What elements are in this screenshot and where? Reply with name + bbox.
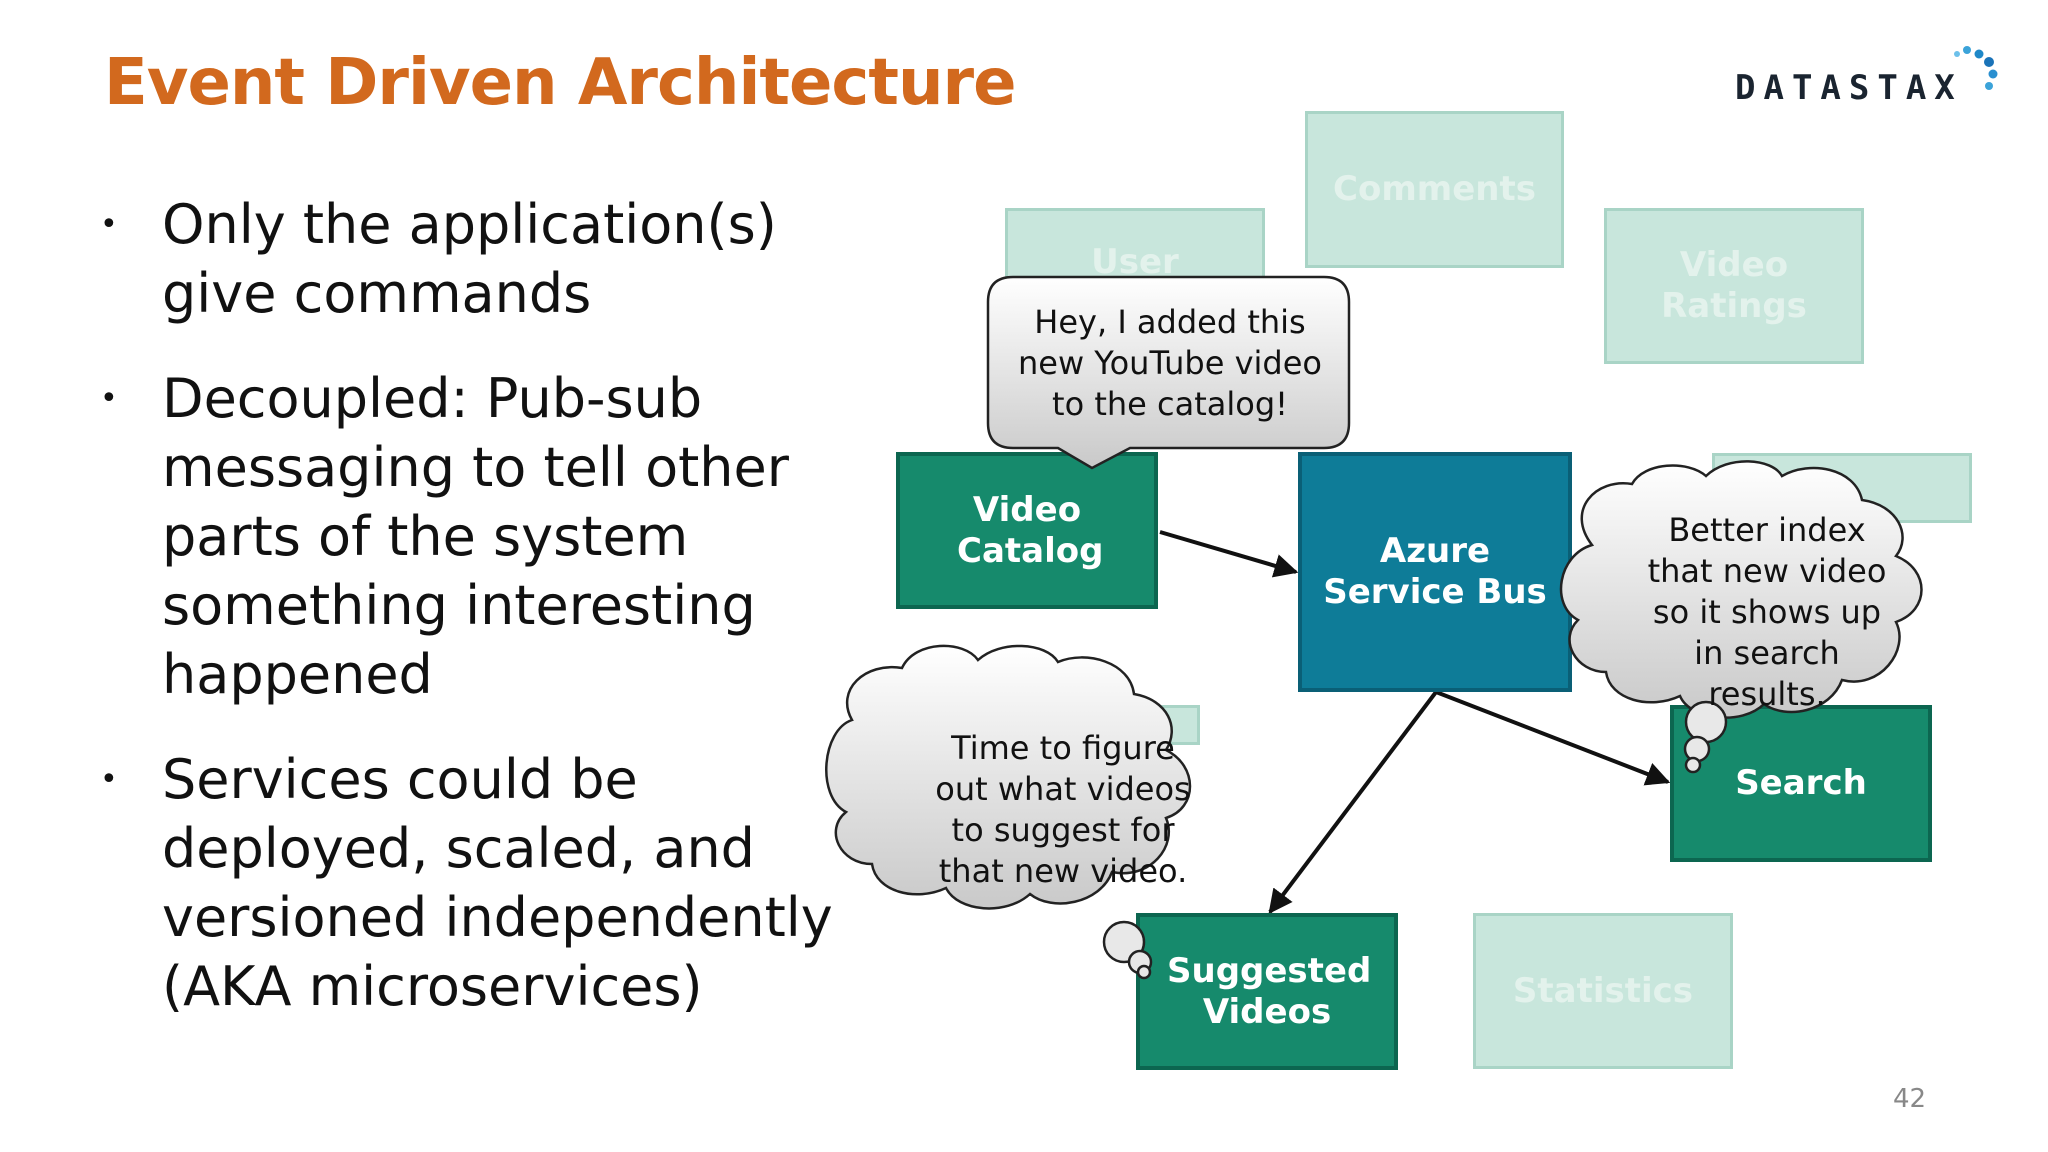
thought-cloud-suggested-videos xyxy=(825,644,1192,910)
statistics-box: Statistics xyxy=(1473,913,1733,1069)
logo-text: DATASTAX xyxy=(1735,68,1963,108)
suggested-videos-label: Suggested Videos xyxy=(1167,950,1372,1032)
speech-bubble-video-catalog xyxy=(986,275,1351,470)
arrow-bus-to-suggested xyxy=(1268,690,1438,914)
video-catalog-box: Video Catalog xyxy=(896,452,1158,609)
slide-title: Event Driven Architecture xyxy=(104,46,1016,120)
video-ratings-box: Video Ratings xyxy=(1604,208,1864,364)
page-number: 42 xyxy=(1893,1084,1927,1114)
thought-cloud-search xyxy=(1559,460,1923,719)
logo-dots-icon xyxy=(1954,46,1998,90)
user-label: User xyxy=(1091,241,1179,282)
callout-suggested-videos-text: Time to figure out what videos to sugges… xyxy=(935,729,1191,890)
bullet-item: Services could be deployed, scaled, and … xyxy=(100,745,862,1021)
thought-dot-suggested-3 xyxy=(1136,964,1152,980)
bullet-list: Only the application(s) give commands De… xyxy=(100,190,833,1057)
callout-video-catalog-text: Hey, I added this new YouTube video to t… xyxy=(1017,303,1322,423)
thought-dot-search-2 xyxy=(1683,735,1711,763)
suggested-videos-box: Suggested Videos xyxy=(1136,913,1398,1070)
search-label: Search xyxy=(1735,763,1867,803)
bullet-item: Decoupled: Pub-sub messaging to tell oth… xyxy=(100,364,802,709)
video-ratings-label: Video Ratings xyxy=(1661,245,1807,326)
arrow-bus-to-search xyxy=(1435,690,1671,786)
callout-search-text: Better index that new video so it shows … xyxy=(1647,511,1887,713)
arrow-catalog-to-bus xyxy=(1159,530,1299,578)
video-catalog-label: Video Catalog xyxy=(957,489,1104,571)
statistics-label: Statistics xyxy=(1512,970,1694,1011)
bullet-item: Only the application(s) give commands xyxy=(100,190,802,328)
thought-dot-search-3 xyxy=(1684,756,1702,774)
azure-service-bus-label: Azure Service Bus xyxy=(1323,531,1547,612)
comments-box: Comments xyxy=(1305,111,1564,268)
comments-label: Comments xyxy=(1333,169,1536,209)
datastax-logo: DATASTAX xyxy=(1735,46,2010,110)
